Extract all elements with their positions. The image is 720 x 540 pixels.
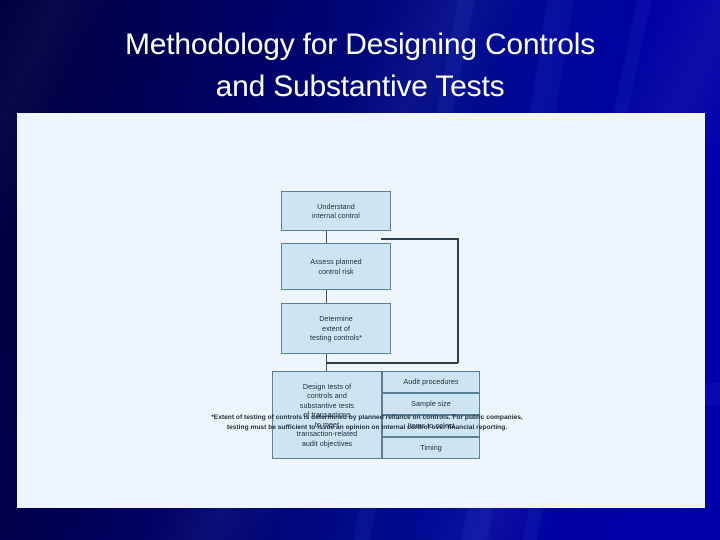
flow-box-assess-planned-control-risk: Assess planned control risk <box>281 243 391 290</box>
figure-footnote: *Extent of testing of controls is determ… <box>211 414 523 431</box>
methodology-flowchart: Understand internal control Assess plann… <box>264 183 484 459</box>
flow-box-determine-extent-of-testing-controls: Determine extent of testing controls* <box>281 303 391 354</box>
flow-box-understand-internal-control: Understand internal control <box>281 191 391 231</box>
right-column-sample-size: Sample size <box>382 393 480 415</box>
branch-line-vertical <box>457 238 459 363</box>
right-column-timing: Timing <box>382 437 480 459</box>
right-column-audit-procedures: Audit procedures <box>382 371 480 393</box>
slide-title: Methodology for Designing Controls and S… <box>124 28 596 103</box>
connector-line <box>326 230 327 243</box>
flow-box-design-tests: Design tests of controls and substantive… <box>272 371 382 459</box>
branch-line-bottom <box>326 362 458 364</box>
right-column-items-to-select: Items to select <box>382 415 480 437</box>
branch-line-horizontal <box>381 238 459 240</box>
content-panel: Understand internal control Assess plann… <box>17 113 705 508</box>
connector-line <box>326 290 327 303</box>
